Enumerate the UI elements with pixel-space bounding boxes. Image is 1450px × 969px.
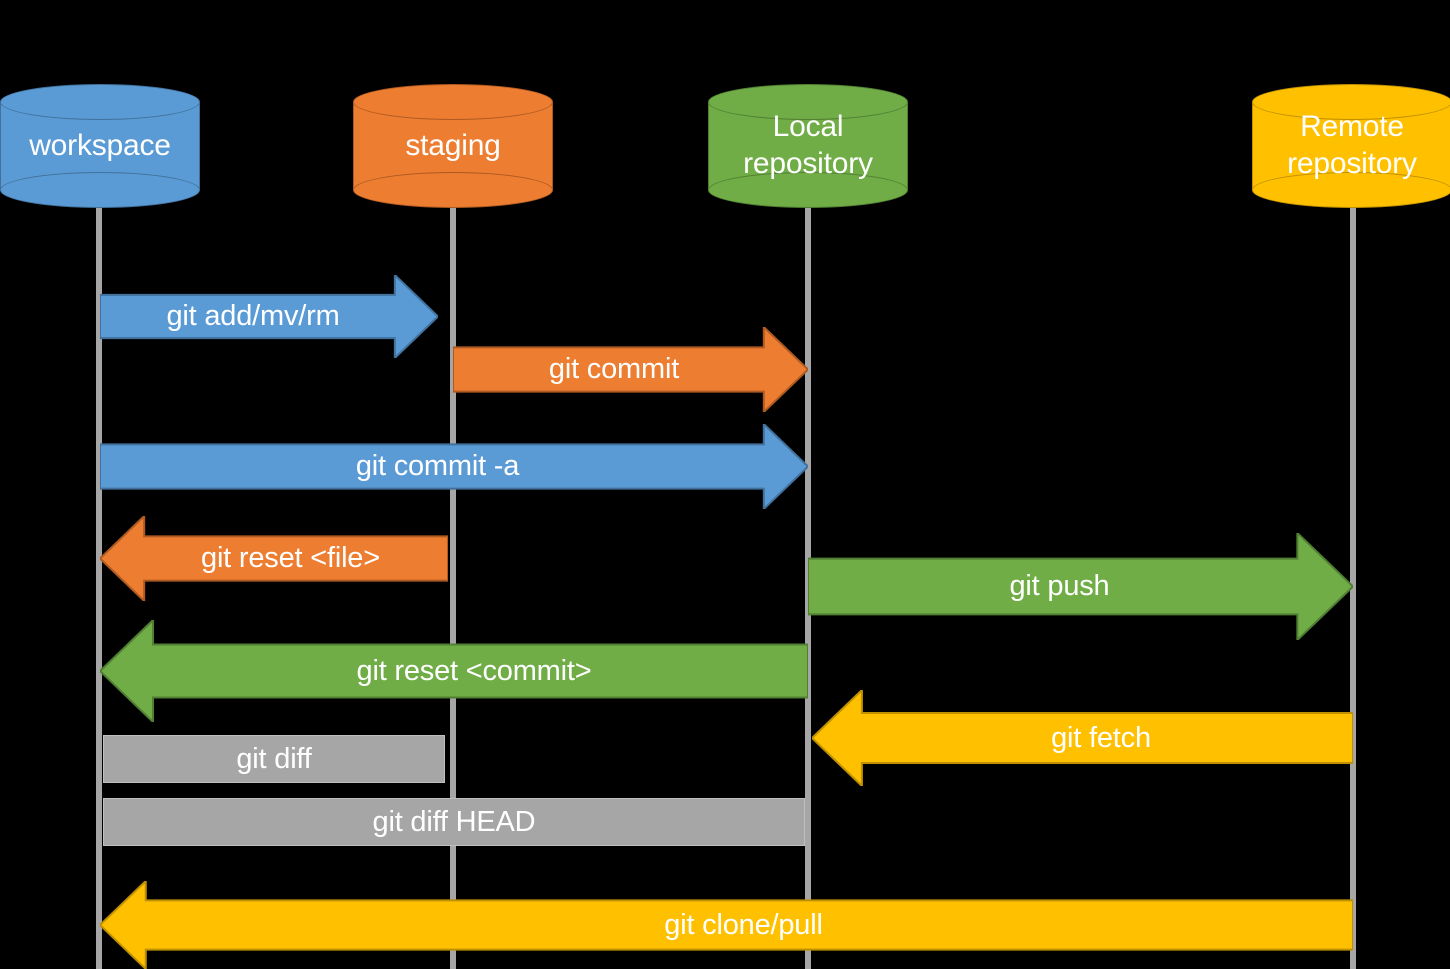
cylinder-bottom <box>0 172 200 208</box>
arrow-shape <box>812 690 1353 786</box>
cylinder-bottom <box>708 172 908 208</box>
arrow-git-reset-commit[interactable]: git reset <commit> <box>100 620 808 722</box>
arrow-git-add-mv-rm[interactable]: git add/mv/rm <box>100 275 438 358</box>
cylinder-bottom <box>1252 172 1450 208</box>
cylinder-top <box>353 84 553 120</box>
bar-label: git diff HEAD <box>372 805 536 838</box>
node-local-repository[interactable]: Local repository <box>708 84 908 208</box>
arrow-shape <box>100 275 438 358</box>
arrow-git-commit[interactable]: git commit <box>453 327 808 412</box>
workspace-lifeline <box>96 195 102 969</box>
node-label: workspace <box>29 128 171 162</box>
arrow-git-push[interactable]: git push <box>808 533 1353 640</box>
bar-label: git diff <box>236 742 312 775</box>
arrow-shape <box>100 424 808 509</box>
staging-lifeline <box>450 195 456 969</box>
node-staging[interactable]: staging <box>353 84 553 208</box>
cylinder-top <box>1252 84 1450 120</box>
remote-repository-lifeline <box>1350 195 1356 969</box>
cylinder-bottom <box>353 172 553 208</box>
arrow-git-reset-file[interactable]: git reset <file> <box>100 516 448 601</box>
node-workspace[interactable]: workspace <box>0 84 200 208</box>
arrow-shape <box>100 881 1353 969</box>
cylinder-top <box>0 84 200 120</box>
arrow-shape <box>453 327 808 412</box>
arrow-shape <box>808 533 1353 640</box>
arrow-shape <box>100 516 448 601</box>
bar-git-diff-head[interactable]: git diff HEAD <box>103 798 805 846</box>
arrow-git-commit-a[interactable]: git commit -a <box>100 424 808 509</box>
arrow-git-clone-pull[interactable]: git clone/pull <box>100 881 1353 969</box>
bar-git-diff[interactable]: git diff <box>103 735 445 783</box>
arrow-shape <box>100 620 808 722</box>
node-label: staging <box>405 128 501 162</box>
node-label: Remote repository <box>1287 110 1417 180</box>
arrow-git-fetch[interactable]: git fetch <box>812 690 1353 786</box>
node-remote-repository[interactable]: Remote repository <box>1252 84 1450 208</box>
node-label: Local repository <box>743 110 873 180</box>
cylinder-top <box>708 84 908 120</box>
